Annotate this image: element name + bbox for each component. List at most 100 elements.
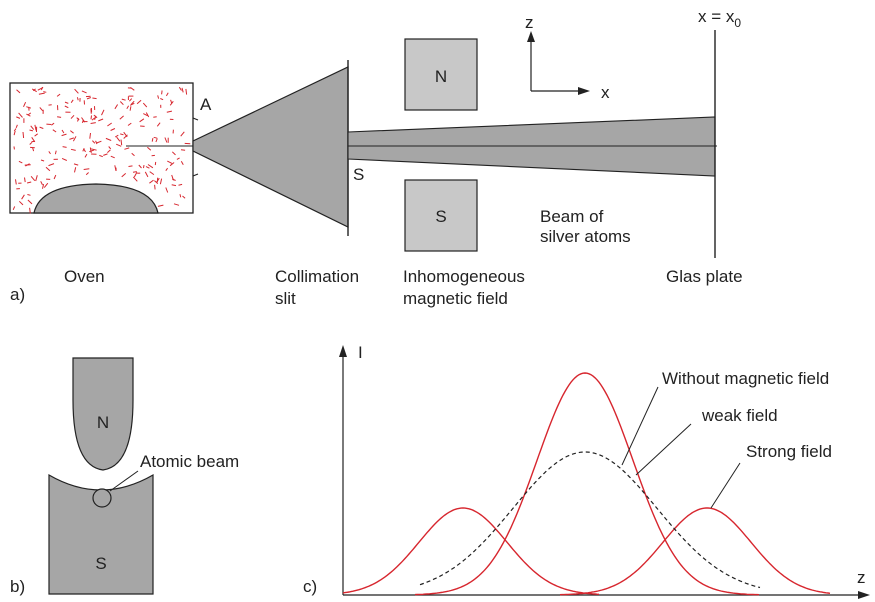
atom-dash — [38, 92, 45, 95]
atom-dash — [120, 133, 124, 136]
atom-dash — [167, 160, 173, 164]
atom-dash — [119, 115, 124, 120]
atom-dash — [89, 132, 91, 139]
no-field-leader — [621, 386, 659, 466]
atom-dash — [164, 137, 168, 143]
atom-dash — [43, 182, 49, 188]
atom-dash — [83, 168, 90, 170]
atom-dash — [185, 88, 188, 95]
atom-dash — [15, 124, 18, 128]
panel-c: I z Without magnetic field weak field St… — [303, 343, 870, 599]
atom-dash — [74, 167, 77, 173]
atom-dash — [119, 101, 124, 106]
atom-dash — [159, 178, 163, 185]
atom-dash — [154, 184, 156, 190]
atom-dash — [84, 153, 88, 158]
atom-dash — [138, 164, 142, 169]
strong-field-label: Strong field — [746, 442, 832, 461]
atom-dash — [23, 101, 27, 108]
atom-dash — [72, 136, 77, 142]
atom-dash — [95, 140, 98, 145]
atom-dash — [132, 171, 137, 173]
atom-dash — [69, 130, 74, 134]
atom-dash — [105, 137, 112, 141]
atom-dash — [145, 112, 150, 118]
atom-dash — [149, 179, 154, 184]
atom-dash — [142, 102, 148, 108]
atom-dash — [73, 163, 79, 166]
atom-dash — [165, 92, 169, 97]
x-arrow-head — [578, 87, 590, 95]
atom-dash — [161, 90, 163, 95]
atom-dash — [173, 203, 180, 206]
atom-dash — [48, 163, 55, 167]
atom-dash — [129, 102, 135, 106]
atom-dash — [61, 133, 67, 137]
atom-dash — [99, 154, 103, 158]
atom-dash — [180, 161, 184, 166]
atom-dash — [136, 99, 142, 105]
atom-dash — [123, 134, 128, 139]
magnet-s-label: S — [435, 207, 446, 226]
atom-dash — [31, 88, 37, 93]
atom-dash — [179, 194, 182, 198]
atom-dash — [83, 148, 86, 153]
atom-dash — [149, 171, 155, 176]
atomic-beam-label: Atomic beam — [140, 452, 239, 471]
atom-dash — [103, 153, 108, 156]
atom-dash — [45, 166, 51, 172]
atom-dash — [114, 104, 119, 110]
atom-dash — [16, 89, 21, 94]
atom-dash — [92, 140, 96, 144]
field-label-line2: magnetic field — [403, 289, 508, 308]
atom-dash — [24, 177, 26, 183]
z-arrow-head — [527, 31, 535, 42]
atom-dash — [39, 126, 44, 129]
atom-dash — [156, 122, 161, 127]
atom-dash — [121, 173, 127, 178]
atom-dash — [29, 207, 31, 214]
oven-atoms — [12, 86, 191, 214]
atom-dash — [70, 148, 76, 151]
atom-dash — [25, 163, 30, 167]
atom-dash — [178, 183, 183, 186]
atom-dash — [181, 87, 184, 93]
atom-dash — [34, 133, 38, 137]
atom-dash — [70, 99, 74, 103]
aperture-label: A — [200, 95, 212, 114]
atom-dash — [29, 141, 33, 145]
atom-dash — [160, 98, 164, 101]
weak-field-curve — [419, 451, 761, 589]
x-axis-label: x — [601, 83, 610, 102]
atom-dash — [21, 194, 25, 200]
atom-dash — [182, 195, 186, 199]
atom-dash — [85, 172, 89, 176]
atom-dash — [128, 165, 133, 167]
atom-dash — [153, 136, 158, 139]
atom-dash — [48, 151, 51, 155]
atom-dash — [15, 179, 17, 185]
without-field-label: Without magnetic field — [662, 369, 829, 388]
atom-dash — [70, 114, 75, 119]
atom-dash — [40, 181, 43, 186]
atom-dash — [54, 150, 57, 155]
aperture-tick-top — [192, 117, 199, 121]
z-axis-label: z — [525, 13, 534, 32]
atom-dash — [176, 157, 180, 160]
atom-dash — [180, 131, 185, 137]
atom-dash — [43, 91, 47, 93]
atom-dash — [30, 125, 35, 130]
atom-dash — [127, 122, 132, 126]
atom-dash — [26, 106, 31, 109]
panel-b-label: b) — [10, 577, 25, 596]
slit-marker-label: S — [353, 165, 364, 184]
atom-dash — [101, 109, 105, 116]
atom-dash — [39, 107, 44, 112]
atom-dash — [114, 165, 117, 172]
atom-dash — [121, 98, 126, 101]
atom-dash — [81, 119, 84, 124]
atom-dash — [126, 105, 130, 110]
atom-dash — [31, 137, 36, 143]
magnet-south — [404, 179, 478, 252]
